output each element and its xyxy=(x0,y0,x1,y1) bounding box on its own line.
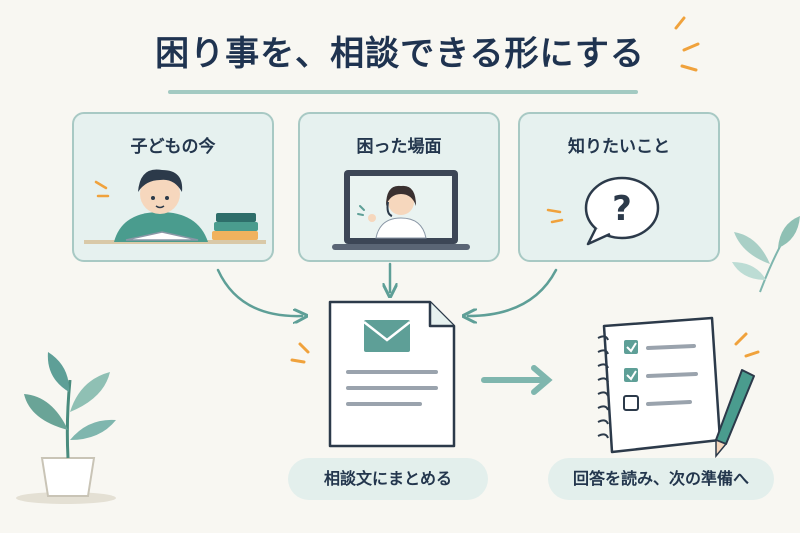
pen-icon xyxy=(715,369,755,459)
mail-document-icon xyxy=(328,300,456,448)
svg-text:?: ? xyxy=(612,189,632,229)
arrow-doc-to-notebook xyxy=(481,365,553,395)
notebook-spark-icon xyxy=(734,332,760,358)
video-call-laptop-icon xyxy=(332,170,470,250)
step-pill-read-and-prepare: 回答を読み、次の準備へ xyxy=(548,458,774,500)
page-title: 困り事を、相談できる形にする xyxy=(155,34,645,74)
flow-arrows xyxy=(216,262,558,316)
potted-plant-icon xyxy=(16,352,116,504)
card-label-want-to-know: 知りたいこと xyxy=(568,137,670,157)
arrow-card3-to-doc xyxy=(468,268,558,316)
checklist-notebook-icon xyxy=(597,316,722,454)
arrow-card1-to-doc xyxy=(216,268,302,316)
title-spark-icon xyxy=(674,16,700,72)
question-bubble-icon: ? xyxy=(546,176,660,246)
child-studying-icon xyxy=(84,169,266,244)
card-label-trouble-scene: 困った場面 xyxy=(356,137,442,157)
card-want-to-know: 知りたいこと ? xyxy=(518,112,720,262)
title-underline xyxy=(168,90,638,94)
leaf-sprig-icon xyxy=(732,216,800,293)
step-pill-summarize: 相談文にまとめる xyxy=(288,458,488,500)
doc-spark-icon xyxy=(290,342,310,364)
card-label-child-now: 子どもの今 xyxy=(130,137,216,157)
card-child-now: 子どもの今 xyxy=(72,112,274,262)
card-trouble-scene: 困った場面 xyxy=(298,112,500,262)
